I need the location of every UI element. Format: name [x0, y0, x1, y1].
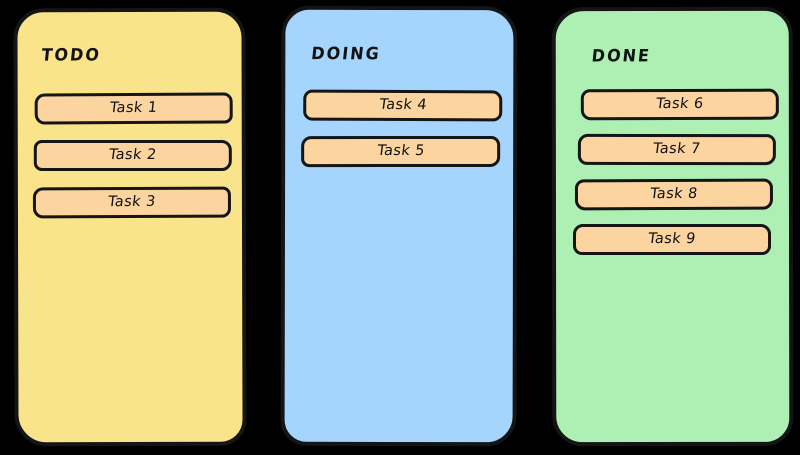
task-card-label: Task 8 — [649, 185, 699, 202]
task-card-label: Task 3 — [107, 193, 157, 210]
task-card[interactable]: Task 8 — [574, 178, 774, 211]
task-card[interactable]: Task 1 — [34, 92, 233, 125]
task-card-label: Task 5 — [376, 142, 426, 159]
task-card[interactable]: Task 4 — [303, 89, 503, 122]
kanban-column-doing[interactable]: DOING Task 4 Task 5 — [280, 5, 518, 447]
card-stack-todo: Task 1 Task 2 Task 3 — [18, 92, 242, 235]
task-card-label: Task 1 — [109, 99, 159, 116]
card-stack-doing: Task 4 Task 5 — [285, 89, 513, 182]
column-title-doing: DOING — [310, 43, 382, 64]
column-title-todo: TODO — [40, 44, 102, 65]
kanban-column-todo[interactable]: TODO Task 1 Task 2 Task 3 — [13, 7, 247, 447]
task-card[interactable]: Task 7 — [577, 133, 776, 166]
task-card-label: Task 6 — [655, 95, 705, 112]
task-card-label: Task 4 — [378, 96, 428, 113]
task-card-label: Task 2 — [108, 146, 158, 163]
task-card[interactable]: Task 3 — [32, 186, 232, 219]
column-title-done: DONE — [590, 45, 653, 66]
kanban-column-done[interactable]: DONE Task 6 Task 7 Task 8 Task 9 — [551, 6, 794, 447]
task-card[interactable]: Task 6 — [580, 88, 779, 121]
card-stack-done: Task 6 Task 7 Task 8 Task 9 — [556, 88, 789, 269]
task-card[interactable]: Task 9 — [573, 223, 772, 256]
task-card-label: Task 9 — [647, 230, 697, 247]
task-card[interactable]: Task 2 — [33, 139, 232, 171]
task-card[interactable]: Task 5 — [301, 135, 501, 168]
task-card-label: Task 7 — [652, 140, 702, 157]
